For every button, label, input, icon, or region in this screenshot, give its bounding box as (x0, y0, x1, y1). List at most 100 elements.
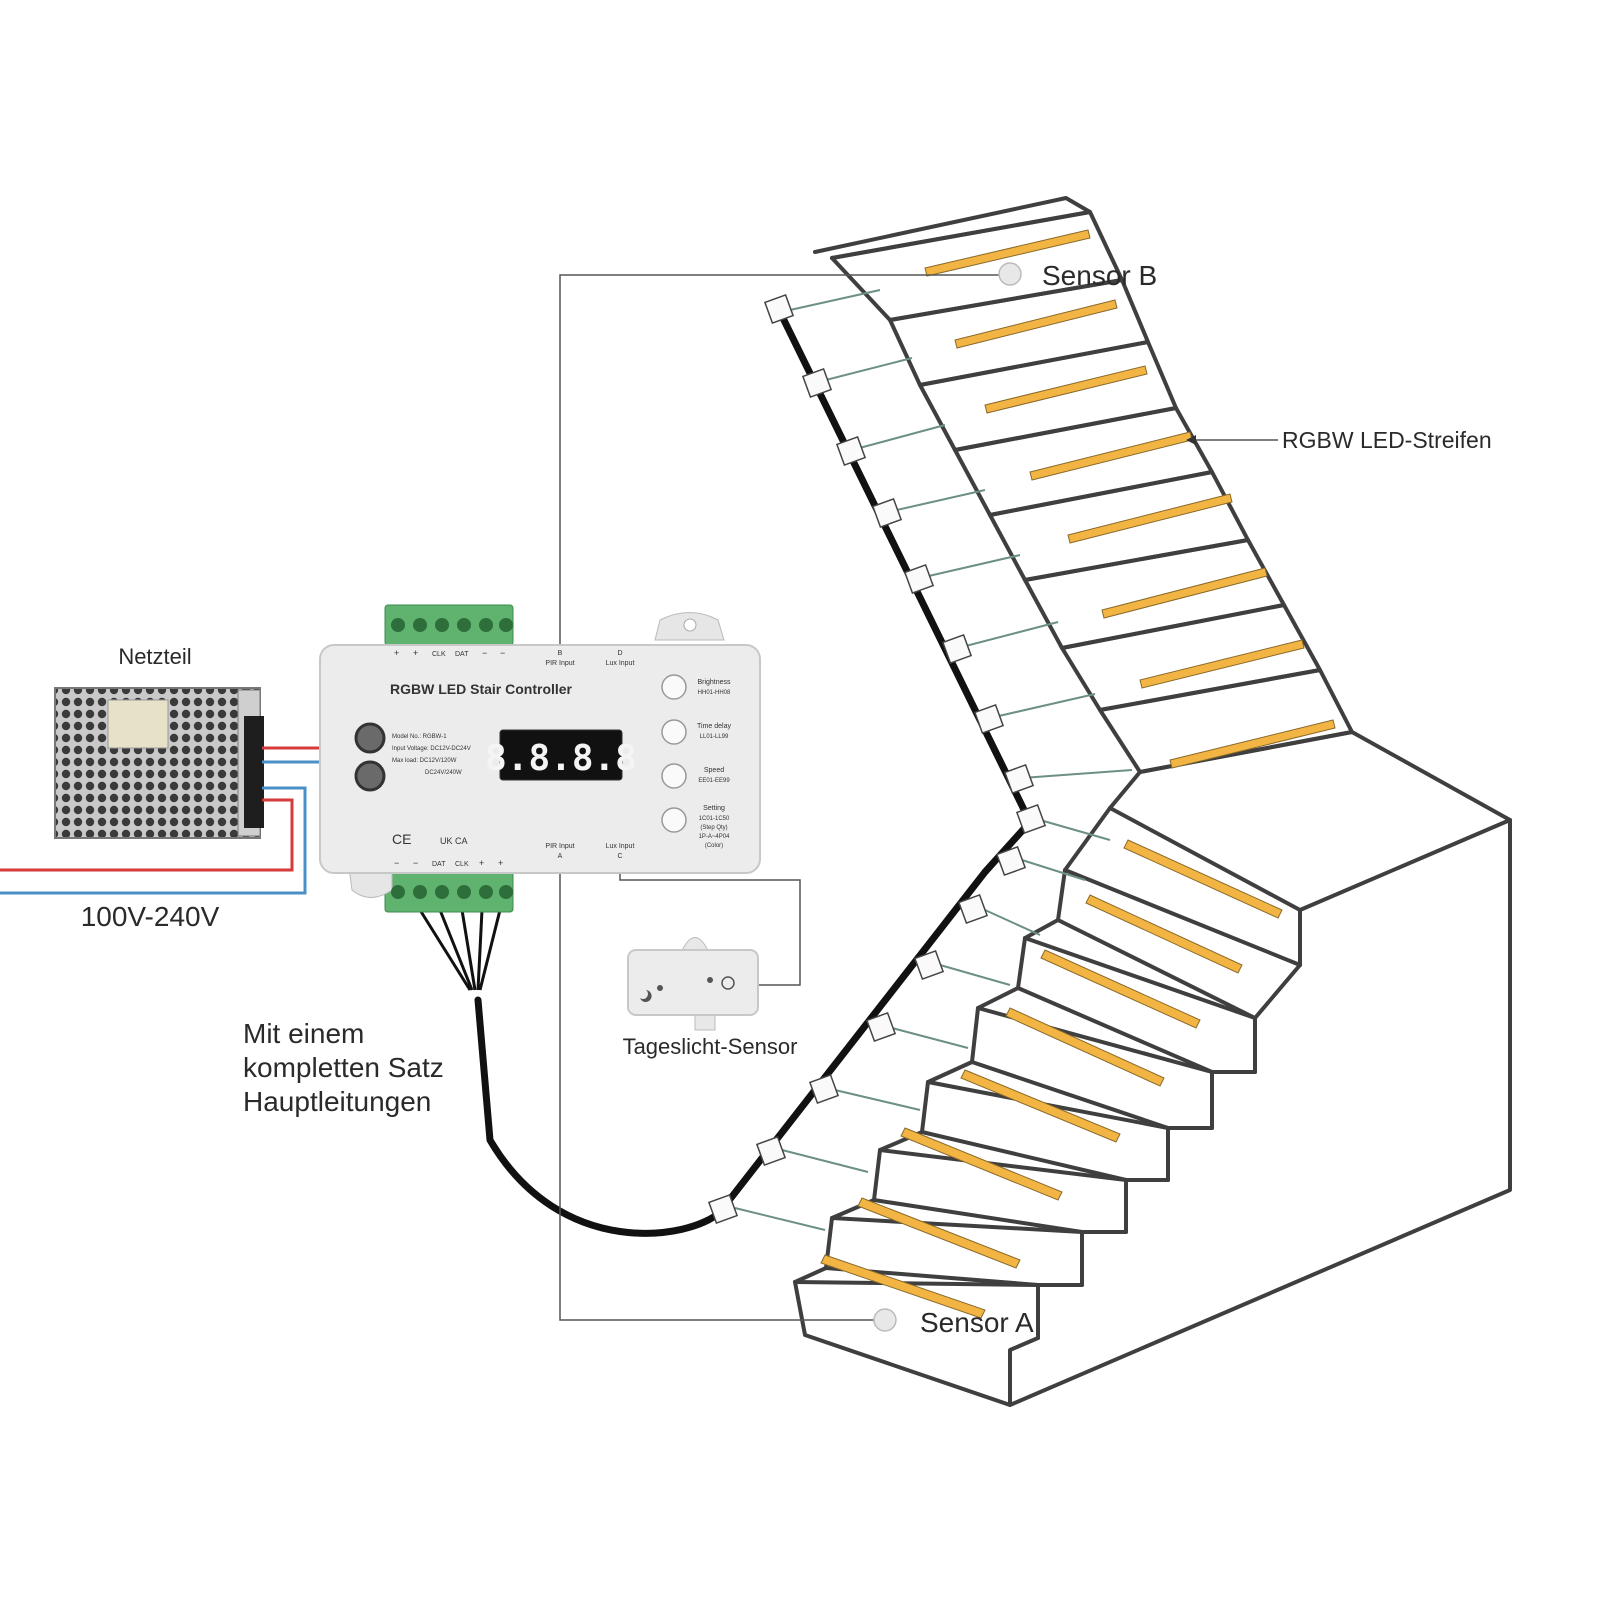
led-strip (960, 1069, 1121, 1143)
button-label: Brightness (697, 679, 731, 686)
strip-connector (707, 1193, 739, 1225)
strip-connector (755, 1135, 787, 1167)
led-strip (924, 229, 1091, 277)
led-strip (1085, 894, 1243, 974)
model-line: Model No.: RGBW-1 (392, 734, 447, 740)
strip-connector (865, 1011, 897, 1043)
terminal-label: − (413, 858, 418, 868)
strip-connector (801, 367, 833, 399)
cable-note-line: kompletten Satz (243, 1052, 444, 1083)
cert-mark: CE (392, 831, 411, 847)
port-label: B (558, 650, 563, 657)
sensor-b-icon (998, 262, 1022, 286)
led-strip-label: RGBW LED-Streifen (1282, 427, 1492, 453)
cert-mark: UK CA (440, 836, 468, 846)
model-line: Input Voltage: DC12V-DC24V (392, 746, 471, 752)
led-strip (857, 1197, 1021, 1269)
terminal-label: + (413, 648, 418, 658)
led-strip (1101, 567, 1268, 619)
terminal-label: CLK (432, 651, 446, 658)
button-range: (Step Qty) (700, 825, 727, 831)
led-strip (984, 365, 1148, 414)
model-line: DC24V/240W (425, 770, 462, 776)
strip-connector (835, 435, 867, 467)
power-screw-icon (354, 760, 386, 792)
button-range: LL01-LL99 (700, 734, 729, 740)
time-delay-button (661, 719, 687, 745)
port-label: PIR Input (545, 843, 574, 850)
port-label: D (617, 650, 622, 657)
connector-leads (734, 289, 1133, 1231)
cable-note-line: Mit einem (243, 1018, 364, 1049)
stair-controller (319, 604, 761, 913)
led-strip (954, 299, 1118, 349)
staircase (793, 196, 1512, 1407)
strip-connectors (707, 293, 1047, 1225)
strip-connector (941, 633, 973, 665)
mount-hole-icon (683, 618, 697, 632)
led-strip (820, 1254, 986, 1319)
button-label: Setting (703, 805, 725, 812)
strip-connector (913, 949, 945, 981)
sensor-a-icon (873, 1308, 897, 1332)
port-label: C (617, 853, 622, 860)
button-range: EE01-EE99 (698, 778, 730, 784)
strip-connector (995, 845, 1027, 877)
terminal-label: + (498, 858, 503, 868)
voltage-label: 100V-240V (81, 901, 220, 932)
led-strip (1067, 493, 1233, 544)
button-range: (Color) (705, 843, 723, 849)
cable-note-line: Hauptleitungen (243, 1086, 431, 1117)
setting-button (661, 807, 687, 833)
controller-buttons (661, 674, 687, 833)
terminal-label: + (394, 648, 399, 658)
controller-title: RGBW LED Stair Controller (390, 681, 573, 697)
terminal-label: DAT (455, 651, 469, 658)
port-label: PIR Input (545, 660, 574, 667)
port-label: A (558, 853, 563, 860)
led-strip (1123, 839, 1283, 919)
speed-button (661, 763, 687, 789)
terminal-label: − (500, 648, 505, 658)
terminal-label: DAT (432, 861, 446, 868)
brightness-button (661, 674, 687, 700)
button-label: Time delay (697, 723, 731, 730)
button-label: Speed (704, 767, 724, 774)
button-range: 1C01-1C50 (699, 816, 730, 822)
moon-icon (640, 990, 652, 1002)
led-strip (1005, 1007, 1165, 1087)
strip-connector (871, 497, 903, 529)
psu-label: Netzteil (118, 644, 191, 669)
terminal-label: CLK (455, 861, 469, 868)
segment-display: 8.8.8.8 (485, 738, 637, 779)
sun-icon (721, 976, 735, 990)
daylight-sensor (627, 937, 759, 1031)
power-supply (54, 687, 264, 839)
led-strip (1029, 431, 1193, 481)
sensor-a-label: Sensor A (920, 1307, 1034, 1338)
strip-connector (973, 703, 1005, 735)
strip-connector (763, 293, 795, 325)
terminal-label: − (394, 858, 399, 868)
led-strip (1139, 639, 1305, 689)
port-label: Lux Input (606, 843, 635, 850)
strip-connector (808, 1073, 840, 1105)
sensor-b-label: Sensor B (1042, 260, 1157, 291)
port-label: Lux Input (606, 660, 635, 667)
led-strip (900, 1127, 1063, 1201)
arrow-icon (1186, 435, 1196, 445)
strip-connector (903, 563, 935, 595)
strip-connector (1003, 763, 1035, 795)
button-range: HH01-HH08 (698, 690, 731, 696)
daylight-sensor-label: Tageslicht-Sensor (623, 1034, 798, 1059)
led-strip (1040, 949, 1201, 1029)
led-strips (820, 229, 1336, 1319)
strip-connector (957, 893, 989, 925)
led-strip (1169, 719, 1336, 769)
power-screw-icon (354, 722, 386, 754)
mains-wires (0, 746, 322, 895)
model-line: Max load: DC12V/120W (392, 758, 457, 764)
terminal-screws (391, 618, 513, 899)
button-range: 1P-A~4P04 (699, 834, 731, 840)
terminal-label: − (482, 648, 487, 658)
